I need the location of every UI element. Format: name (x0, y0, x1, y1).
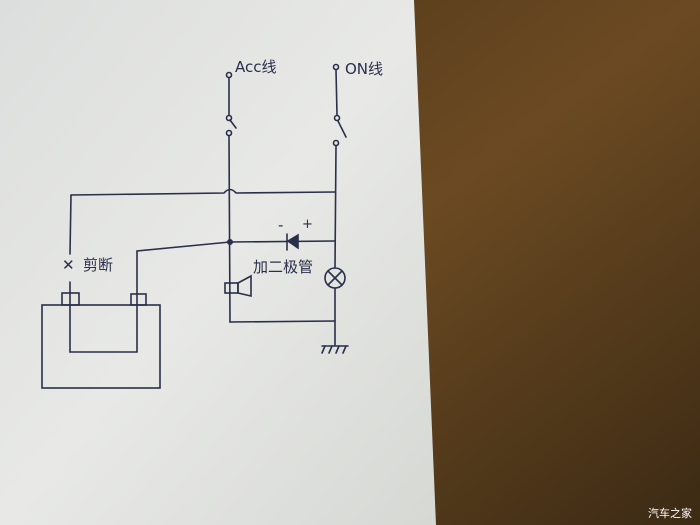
ground-symbol (321, 345, 349, 354)
battery-terminal-right (130, 293, 147, 306)
battery-terminal-left (61, 292, 80, 306)
top-wire (70, 188, 336, 196)
diode-minus-label: - (278, 216, 284, 234)
acc-line-label: Acc线 (235, 58, 277, 76)
cut-label: 剪断 (83, 256, 114, 274)
battery (41, 304, 161, 389)
junction (227, 239, 234, 246)
cut-mark: ✕ (62, 256, 75, 274)
lamp-symbol (324, 267, 346, 289)
watermark: 汽车之家 (648, 507, 692, 520)
diode-symbol (286, 233, 299, 251)
on-switch (332, 63, 347, 346)
circuit (41, 63, 349, 389)
diode-plus-label: + (302, 217, 313, 232)
paper-sheet (0, 0, 436, 525)
on-line-label: ON线 (345, 60, 384, 78)
add-diode-label: 加二极管 (253, 258, 314, 276)
buzzer-symbol (224, 274, 252, 298)
acc-switch (225, 71, 237, 323)
